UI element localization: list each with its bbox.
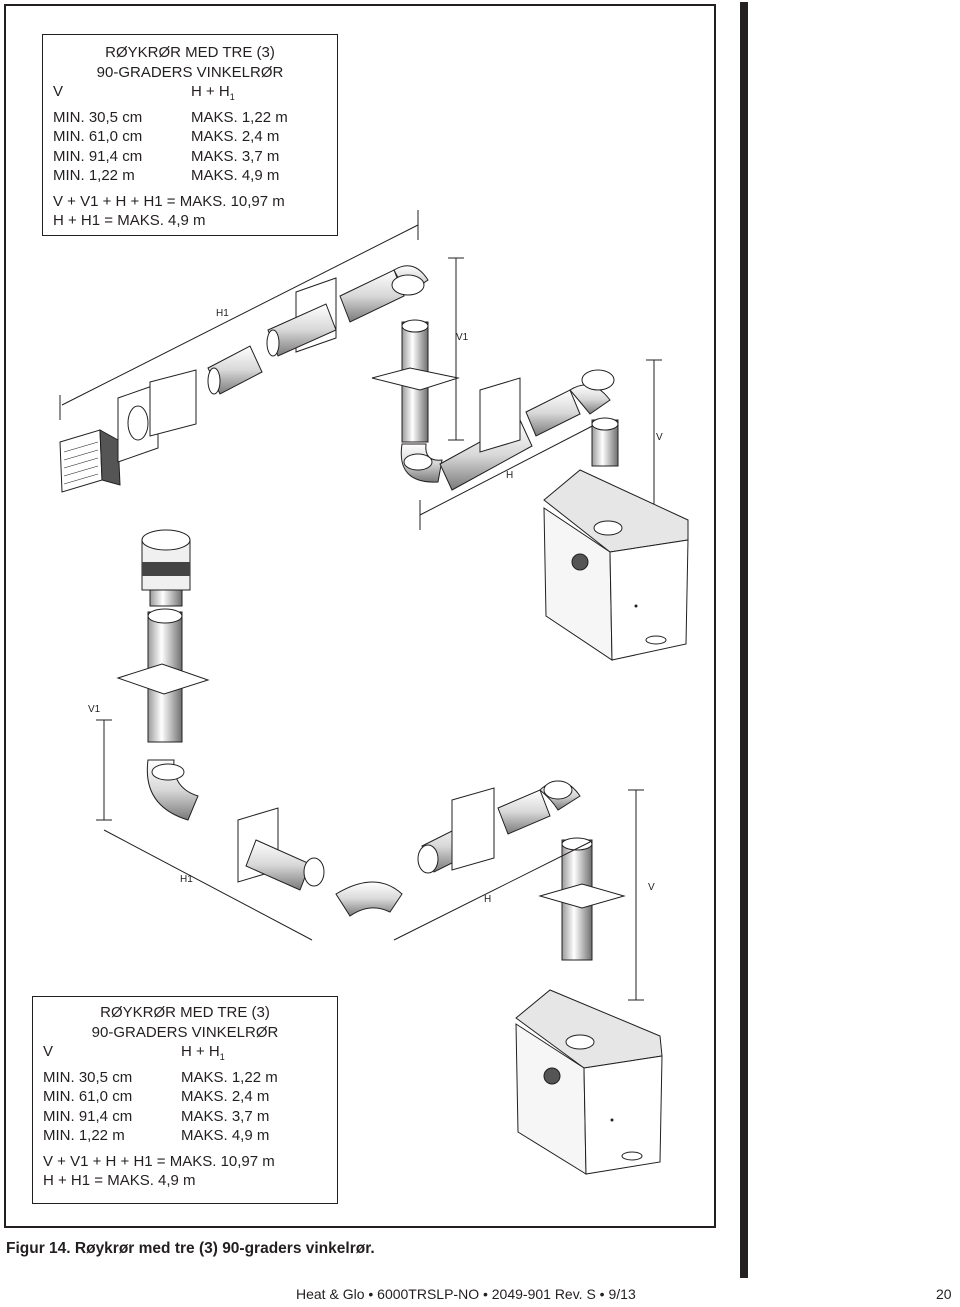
page-footer: Heat & Glo • 6000TRSLP-NO • 2049-901 Rev… xyxy=(296,1286,636,1302)
dimension-h-bottom xyxy=(393,841,591,941)
spec-sum-line: V + V1 + H + H1 = MAKS. 10,97 m xyxy=(43,1152,275,1170)
spec-header-row: V H + H1 xyxy=(43,1042,327,1068)
col-h-header: H + H1 xyxy=(181,1043,225,1062)
label-h-bottom: H xyxy=(484,894,491,905)
label-h1-bottom: H1 xyxy=(180,874,193,885)
spec-title-line1: RØYKRØR MED TRE (3) xyxy=(100,1004,270,1021)
label-h1-top: H1 xyxy=(216,308,229,319)
dimension-h1-top xyxy=(59,210,419,420)
side-rule xyxy=(740,2,748,1278)
dimension-v1-top xyxy=(448,257,464,441)
spec-table-top: RØYKRØR MED TRE (3) 90-GRADERS VINKELRØR… xyxy=(42,34,338,236)
label-v-top: V xyxy=(656,432,663,443)
spec-h-line: H + H1 = MAKS. 4,9 m xyxy=(53,212,206,229)
dimension-v1-bottom xyxy=(96,719,112,821)
label-h-top: H xyxy=(506,470,513,481)
spec-title-line2: 90-GRADERS VINKELRØR xyxy=(96,63,284,81)
spec-sum-line: V + V1 + H + H1 = MAKS. 10,97 m xyxy=(53,192,285,210)
page-number: 20 xyxy=(936,1286,952,1302)
col-v-header: V xyxy=(43,1043,54,1060)
dimension-h-top xyxy=(419,419,605,530)
spec-title-line1: RØYKRØR MED TRE (3) xyxy=(105,44,275,61)
fireplace-unit-icon xyxy=(543,469,689,661)
spec-table-bottom: RØYKRØR MED TRE (3) 90-GRADERS VINKELRØR… xyxy=(32,996,338,1204)
label-v1-top: V1 xyxy=(456,332,469,343)
label-v1-bottom: V1 xyxy=(88,704,101,715)
figure-caption: Figur 14. Røykrør med tre (3) 90-graders… xyxy=(6,1240,375,1257)
termination-cap-icon xyxy=(59,429,121,493)
spec-h-line: H + H1 = MAKS. 4,9 m xyxy=(43,1172,196,1189)
col-h-header: H + H1 xyxy=(191,83,235,102)
wall-plate-icon xyxy=(149,369,197,437)
fireplace-unit-icon xyxy=(515,989,663,1175)
col-v-header: V xyxy=(53,83,64,100)
horizontal-pipe-run-upper xyxy=(207,265,429,395)
spec-title-line2: 90-GRADERS VINKELRØR xyxy=(91,1023,279,1041)
figure-frame xyxy=(4,4,716,1228)
spec-header-row: V H + H1 xyxy=(53,82,327,108)
horizontal-pipe-run-lower xyxy=(400,369,615,491)
label-v-bottom: V xyxy=(648,882,655,893)
dimension-h1-bottom xyxy=(103,829,313,941)
vertical-termination-icon xyxy=(141,529,191,607)
horizontal-pipe-run-bottom xyxy=(146,759,581,917)
dimension-v-bottom xyxy=(628,789,644,1001)
